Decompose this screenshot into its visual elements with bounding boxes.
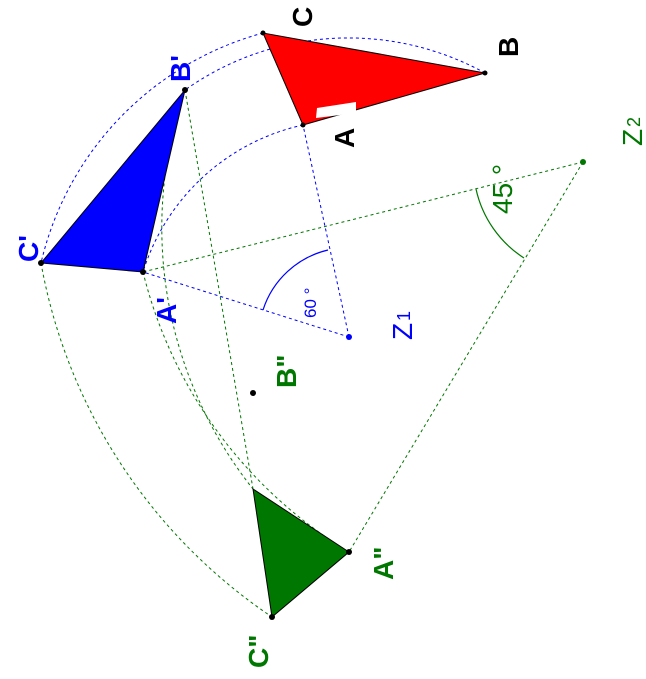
construction-line-z1-a [302,124,350,338]
point-z2 [580,159,586,165]
arc-c-to-c1 [40,32,264,264]
angle-arc-45 [475,188,525,259]
label-a1: A' [151,297,182,324]
label-c: C [287,7,318,27]
angle-label-45: 45 ° [487,164,518,214]
label-z2: Z [617,129,646,146]
angle-label-60: 60 ° [301,288,320,318]
point-a1 [140,269,146,275]
rotation1-construction [40,32,486,338]
arc-a1-to-a2 [142,271,350,553]
triangle-a2b2c2 [252,487,350,618]
label-a2: A" [368,547,399,581]
point-c1 [38,260,44,266]
point-z1 [346,334,352,340]
point-a2 [346,549,352,555]
point-c [260,30,266,36]
label-z2-subscript: 2 [624,117,644,127]
construction-line-z2-a2 [348,161,584,553]
angle-arc-60 [262,249,329,311]
label-b: B [493,37,524,57]
point-c2 [269,614,275,620]
labels: C B A B' C' A' B" A" C" [13,7,524,668]
label-z2-group: Z 2 [617,117,646,146]
arc-b1-to-b2 [161,89,254,490]
label-z1-subscript: 1 [394,311,414,321]
points [38,30,586,620]
point-b1 [182,87,188,93]
triangle-a1b1c1 [40,89,186,273]
construction-line-b1-b2 [184,89,254,490]
point-b [482,70,488,76]
label-z1-group: Z 1 [387,311,418,340]
arc-b-to-b1 [184,37,486,91]
label-c2: C" [243,635,274,669]
label-a: A [329,128,360,148]
arc-c1-to-c2 [40,262,273,618]
label-b2: B" [271,355,302,389]
triangle-abc-right-angle-patch [316,102,356,118]
rotation2-construction [40,89,584,618]
label-z1: Z [387,323,418,340]
triangle-abc [262,32,486,126]
construction-line-z1-a1 [142,271,350,338]
point-b2 [250,390,256,396]
label-c1: C' [13,235,44,262]
point-a [300,122,306,128]
label-b1: B' [165,55,196,82]
